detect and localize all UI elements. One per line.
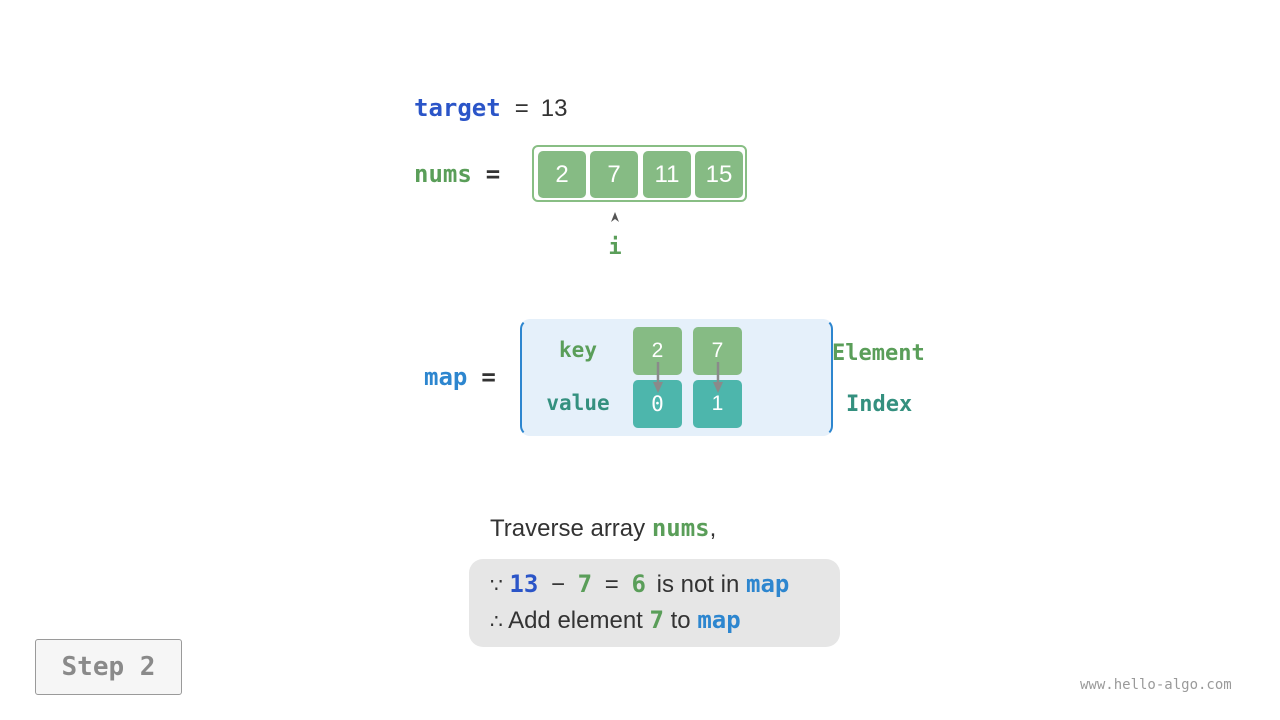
explanation-line-2: ∴ Add element 7 to map	[490, 606, 741, 635]
arrow-down-icon	[713, 362, 723, 393]
map-value-row-label: value	[546, 391, 610, 415]
nums-cell: 2	[538, 151, 586, 198]
traverse-var: nums	[651, 514, 710, 542]
map-ref: map	[697, 606, 741, 634]
traverse-comma: ,	[709, 515, 717, 542]
map-var: map	[424, 363, 468, 391]
map-key-row-label: key	[559, 338, 597, 362]
arrow-up-icon	[611, 212, 619, 222]
nums-array-frame	[532, 145, 747, 202]
because-symbol: ∵	[490, 573, 503, 597]
nums-cell: 15	[695, 151, 743, 198]
nums-var: nums	[414, 160, 472, 188]
explanation-line-1: ∵ 13 − 7 = 6 is not in map	[490, 570, 789, 599]
nums-equals: =	[485, 160, 501, 188]
arrow-down-icon	[653, 362, 663, 393]
map-label: map =	[424, 363, 496, 391]
to-text: to	[670, 607, 691, 634]
step-badge: Step 2	[35, 639, 182, 695]
map-index-label: Index	[846, 392, 913, 417]
target-value-ref: 13	[509, 570, 539, 598]
element-ref: 7	[649, 606, 664, 634]
nums-cell: 11	[643, 151, 691, 198]
watermark: www.hello-algo.com	[1080, 677, 1232, 693]
therefore-symbol: ∴	[490, 609, 503, 633]
map-ref: map	[746, 570, 790, 598]
equals-symbol: =	[604, 571, 619, 598]
map-element-label: Element	[832, 341, 925, 366]
complement-ref: 6	[631, 570, 646, 598]
traverse-text: Traverse array	[490, 515, 646, 542]
target-line: target = 13	[414, 94, 567, 123]
target-equals: =	[514, 95, 529, 122]
target-var: target	[414, 94, 501, 122]
not-in-text: is not in	[656, 571, 740, 598]
traverse-caption: Traverse array nums,	[490, 514, 716, 543]
nums-cell: 7	[590, 151, 638, 198]
element-ref: 7	[577, 570, 593, 598]
target-value: 13	[540, 95, 568, 122]
map-equals: =	[481, 363, 496, 391]
pointer-i-label: i	[608, 235, 622, 260]
explanation-box	[469, 559, 840, 647]
add-element-text: Add element	[508, 607, 643, 634]
nums-label: nums =	[414, 160, 500, 188]
minus-symbol: −	[550, 571, 565, 598]
